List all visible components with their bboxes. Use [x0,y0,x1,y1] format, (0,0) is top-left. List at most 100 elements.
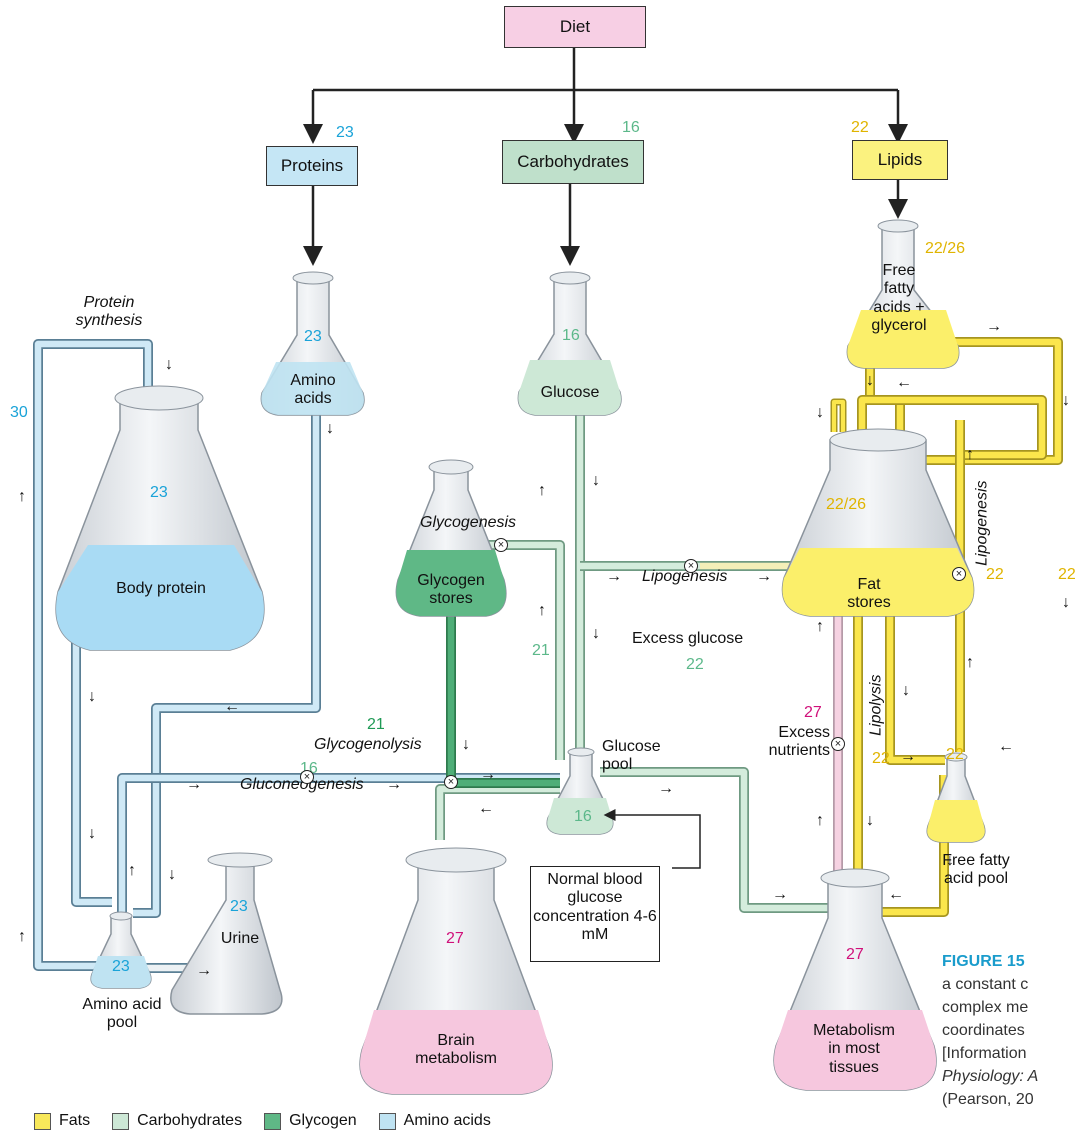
arrow-down-7: ↓ [592,625,600,642]
arrow-down-14: ↓ [946,852,954,869]
caption-line4: [Information [942,1045,1027,1062]
num-glucose: 16 [562,327,580,344]
glucose-pool-label: Glucose pool [602,738,661,774]
legend-carbohydrates-label: Carbohydrates [137,1112,243,1129]
num-glucose-pool: 16 [574,808,592,825]
flask-brain [359,847,553,1095]
num-metabolism: 27 [846,946,864,963]
arrow-down-11: ↓ [816,404,824,421]
legend: Fats Carbohydrates Glycogen Amino acids [34,1112,491,1130]
amino-acid-tubes [33,339,560,973]
diet-connectors [303,46,908,266]
num-amino-acids: 23 [304,328,322,345]
flask-amino-acids [260,271,365,416]
legend-glycogen-swatch [264,1112,282,1130]
arrow-down-2: ↓ [326,420,334,437]
flask-glycogen [395,459,507,617]
arrow-right-8: → [986,318,1002,335]
amino-acid-pool-label: Amino acid pool [82,996,162,1032]
body-protein-label: Body protein [116,580,206,597]
blood-glucose-bracket [603,809,701,869]
protein-synthesis-label: Protein synthesis [75,294,143,330]
num-glycogenolysis: 21 [367,716,385,733]
arrow-down-5: ↓ [168,866,176,883]
num-glycogen-stores: 21 [532,642,550,659]
caption-line2: complex me [942,999,1029,1016]
arrow-right-4: → [606,568,622,585]
arrow-down-6: ↓ [592,472,600,489]
urine-label: Urine [220,930,260,947]
arrow-left-3: ← [896,374,912,391]
arrow-down-glyco: ↓ [462,736,470,753]
num-ffa-pool-in: 22 [872,750,890,767]
valve-lipogenesis-right: × [952,567,966,581]
lipogenesis-label: Lipogenesis [642,568,728,585]
ffa-glycerol-label: Free fatty acids + glycerol [871,262,927,335]
diet-box: Diet [504,6,646,48]
glycogenesis-label: Glycogenesis [420,514,517,531]
flask-body-protein [55,385,265,651]
arrow-right-7: → [772,886,788,903]
arrow-down-9: ↓ [1062,392,1070,409]
legend-carbohydrates: Carbohydrates [112,1112,242,1130]
lipogenesis-vertical-label: Lipogenesis [973,480,991,566]
arrow-up-2: ↑ [128,862,136,879]
legend-carbohydrates-swatch [112,1112,130,1130]
amino-acids-label: Amino acids [290,372,336,408]
arrow-left-2: ← [478,800,494,817]
arrow-down-10: ↓ [1062,594,1070,611]
arrow-up-5: ↑ [538,602,546,619]
flask-ffa-pool [926,752,986,843]
num-protein-synthesis: 30 [10,404,28,421]
arrow-down-1: ↓ [165,356,173,373]
num-excess-nutrients: 27 [804,704,822,721]
arrow-down-12: ↓ [902,682,910,699]
excess-glucose-label: Excess glucose [632,630,744,647]
arrow-down-3: ↓ [88,688,96,705]
arrow-up-3: ↑ [18,928,26,945]
num-body-protein: 23 [150,484,168,501]
num-right-loop: 22 [1058,566,1076,583]
flask-glucose-pool [546,747,614,835]
arrow-right-3: → [480,766,496,783]
num-ffa-glycerol: 22/26 [925,240,966,257]
arrow-right-ffa: → [900,748,916,765]
num-urine: 23 [230,898,248,915]
caption-figure: FIGURE 15 [942,953,1025,970]
flask-amino-acid-pool [90,911,152,989]
flask-glucose [517,271,622,416]
legend-amino-acids-swatch [378,1112,396,1130]
arrow-left-1: ← [224,698,240,715]
arrow-right-2: → [386,776,402,793]
caption-line6: (Pearson, 20 [942,1091,1034,1108]
proteins-box: Proteins [266,146,358,186]
arrow-left-4: ← [998,738,1014,755]
arrow-up-9: ↑ [816,812,824,829]
excess-nutrients-label: Excess nutrients [768,724,830,760]
carbohydrates-box: Carbohydrates [502,140,644,184]
arrow-right-urine: → [196,962,212,979]
arrow-right-5: → [756,568,772,585]
lipids-box: Lipids [852,140,948,180]
legend-fats-label: Fats [59,1112,91,1129]
valve-glycogenolysis: × [444,775,458,789]
glycogen-stores-label: Glycogen stores [417,572,485,608]
num-lipids: 22 [851,119,869,136]
arrow-up-6: ↑ [966,446,974,463]
num-ffa-pool: 22 [946,746,964,763]
arrow-up-7: ↑ [966,654,974,671]
num-proteins: 23 [336,124,354,141]
num-excess-glucose: 22 [686,656,704,673]
caption-line3: coordinates [942,1022,1025,1039]
caption-line1: a constant c [942,976,1029,993]
glucose-label: Glucose [540,384,600,401]
arrow-down-13: ↓ [866,812,874,829]
legend-fats-swatch [34,1112,51,1130]
num-fat-stores: 22/26 [826,496,867,513]
brain-metabolism-label: Brain metabolism [415,1032,497,1068]
legend-glycogen-label: Glycogen [289,1112,357,1129]
carbohydrate-tubes [435,414,828,913]
valve-glycogenesis: × [494,538,508,552]
flask-metabolism [773,868,937,1091]
